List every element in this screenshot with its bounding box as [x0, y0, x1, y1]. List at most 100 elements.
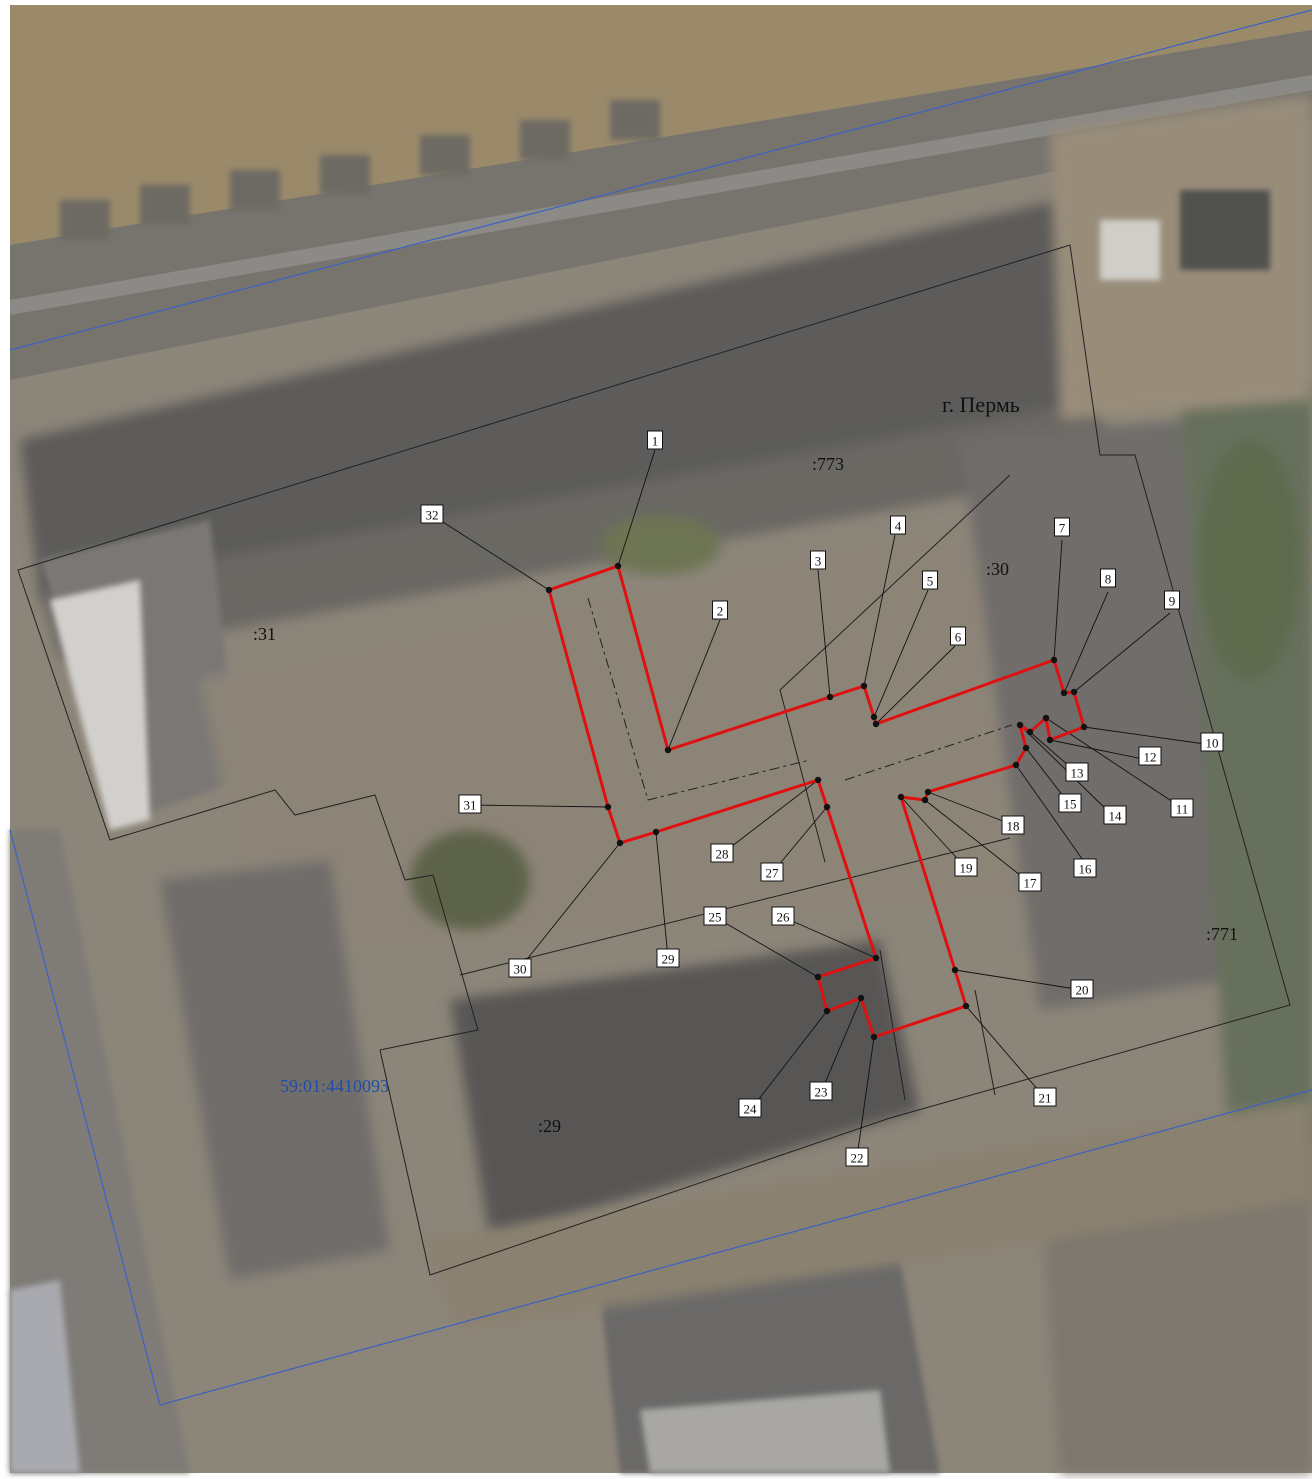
vertex-14 [1016, 721, 1024, 729]
vertex-15 [1022, 744, 1030, 752]
parcel-boundaries [17, 244, 1291, 1276]
vertex-27 [823, 803, 831, 811]
vertex-21 [962, 1002, 970, 1010]
point-label-7: 7 [1054, 517, 1070, 537]
cadastral-block-label: 59:01:4410093 [280, 1076, 389, 1096]
svg-text:19: 19 [960, 861, 973, 876]
vertex-10 [1080, 723, 1088, 731]
svg-text:23: 23 [815, 1085, 828, 1100]
svg-text:25: 25 [709, 910, 722, 925]
svg-text:14: 14 [1109, 809, 1123, 824]
parcel-label-771: :771 [1206, 924, 1238, 944]
point-label-15: 15 [1058, 793, 1082, 813]
vertex-23 [857, 994, 865, 1002]
point-label-28: 28 [710, 843, 734, 863]
point-label-5: 5 [922, 570, 938, 590]
vertex-11 [1042, 714, 1050, 722]
vertex-29 [652, 828, 660, 836]
point-label-14: 14 [1103, 805, 1127, 825]
city-label: г. Пермь [942, 392, 1020, 417]
point-label-29: 29 [656, 948, 680, 968]
point-label-1: 1 [647, 430, 663, 450]
svg-text:7: 7 [1059, 521, 1066, 536]
vertex-16 [1012, 761, 1020, 769]
svg-text:9: 9 [1169, 594, 1176, 609]
point-label-6: 6 [950, 626, 966, 646]
vertex-22 [870, 1033, 878, 1041]
svg-text:28: 28 [716, 847, 729, 862]
svg-text:24: 24 [744, 1102, 758, 1117]
point-label-25: 25 [703, 906, 727, 926]
svg-text:13: 13 [1071, 766, 1084, 781]
parcel-label-30: :30 [986, 559, 1009, 579]
point-label-4: 4 [890, 515, 906, 535]
point-number-labels: 1234567891011121314151617181920212223242… [420, 430, 1224, 1167]
point-label-12: 12 [1138, 746, 1162, 766]
vertex-8 [1060, 689, 1068, 697]
vertex-5 [870, 713, 878, 721]
vertex-28 [814, 776, 822, 784]
svg-text:29: 29 [662, 952, 675, 967]
point-label-26: 26 [771, 906, 795, 926]
svg-text:1: 1 [652, 434, 659, 449]
svg-text:30: 30 [514, 962, 527, 977]
point-label-10: 10 [1200, 732, 1224, 752]
svg-text:3: 3 [815, 554, 822, 569]
vertex-18 [924, 788, 932, 796]
point-label-24: 24 [738, 1098, 762, 1118]
svg-text:6: 6 [955, 630, 962, 645]
point-label-9: 9 [1164, 590, 1180, 610]
svg-text:8: 8 [1105, 572, 1112, 587]
vertex-4 [860, 682, 868, 690]
vertex-24 [823, 1007, 831, 1015]
svg-text:2: 2 [717, 604, 724, 619]
point-label-21: 21 [1033, 1087, 1057, 1107]
vertex-2 [664, 746, 672, 754]
svg-text:11: 11 [1176, 802, 1189, 817]
point-label-30: 30 [508, 958, 532, 978]
vertex-3 [826, 693, 834, 701]
vertex-1 [614, 562, 622, 570]
vertex-32 [545, 586, 553, 594]
svg-text:20: 20 [1076, 983, 1089, 998]
svg-text:16: 16 [1079, 862, 1093, 877]
svg-text:10: 10 [1206, 736, 1219, 751]
svg-text:26: 26 [777, 910, 791, 925]
cadastral-block-boundary [9, 9, 1312, 1406]
point-label-16: 16 [1073, 858, 1097, 878]
parcel-label-773: :773 [812, 454, 844, 474]
parcel-label-29: :29 [538, 1116, 561, 1136]
point-label-18: 18 [1001, 815, 1025, 835]
point-label-11: 11 [1170, 798, 1194, 818]
vertex-26 [872, 954, 880, 962]
point-label-32: 32 [420, 504, 444, 524]
point-label-23: 23 [809, 1081, 833, 1101]
svg-text:18: 18 [1007, 819, 1020, 834]
point-label-2: 2 [712, 600, 728, 620]
svg-text:4: 4 [895, 519, 902, 534]
vertex-19 [897, 793, 905, 801]
svg-text:15: 15 [1064, 797, 1077, 812]
svg-text:12: 12 [1144, 750, 1157, 765]
vertex-12 [1046, 736, 1054, 744]
svg-text:27: 27 [766, 866, 780, 881]
vertex-17 [921, 796, 929, 804]
boundary-vertices [545, 562, 1088, 1041]
point-label-31: 31 [458, 794, 482, 814]
point-label-19: 19 [954, 857, 978, 877]
point-label-17: 17 [1018, 872, 1042, 892]
vertex-13 [1026, 728, 1034, 736]
vertex-9 [1070, 688, 1078, 696]
inner-dashed-lines [587, 597, 1013, 801]
vertex-25 [814, 973, 822, 981]
parcel-label-31: :31 [253, 624, 276, 644]
point-label-20: 20 [1070, 979, 1094, 999]
vertex-30 [616, 839, 624, 847]
svg-text:32: 32 [426, 508, 439, 523]
point-label-13: 13 [1065, 762, 1089, 782]
svg-text:17: 17 [1024, 876, 1038, 891]
point-label-3: 3 [810, 550, 826, 570]
vertex-20 [951, 966, 959, 974]
svg-text:31: 31 [464, 798, 477, 813]
